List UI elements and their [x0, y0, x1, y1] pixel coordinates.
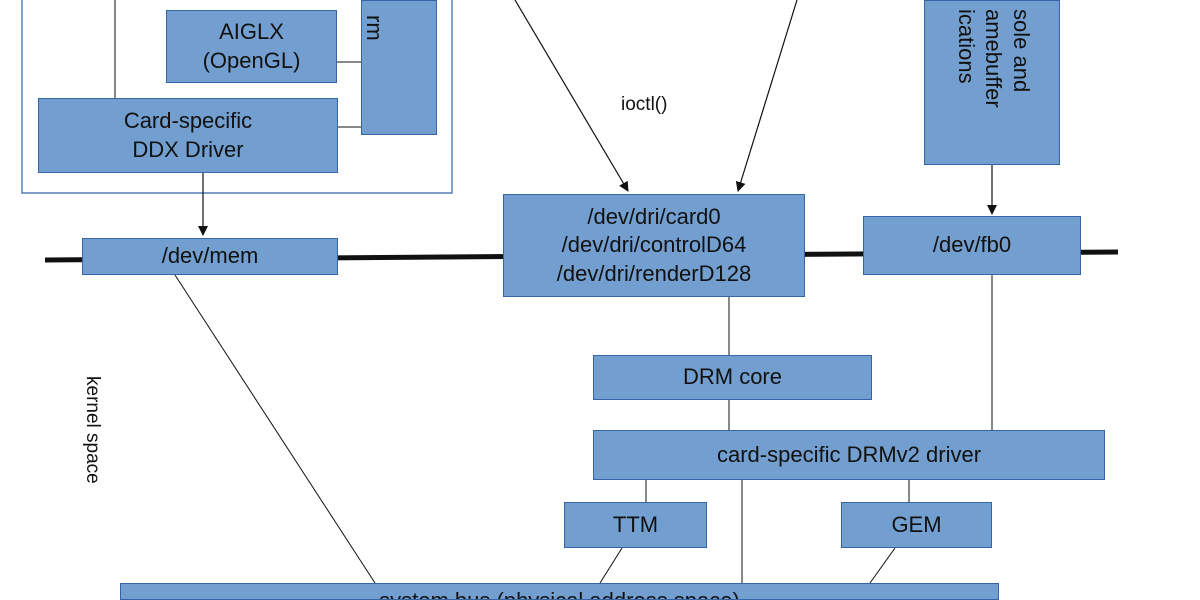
- xorg-box: rm: [361, 0, 437, 135]
- xorg-label: rm: [362, 15, 387, 41]
- gem-box: GEM: [841, 502, 992, 548]
- dev-fb0-box: /dev/fb0: [863, 216, 1081, 275]
- dev-mem-box: /dev/mem: [82, 238, 338, 275]
- dev-dri-label: /dev/dri/card0 /dev/dri/controlD64 /dev/…: [556, 203, 752, 286]
- ddx-driver-box: Card-specific DDX Driver: [38, 98, 338, 173]
- arrow-ioctl-right: [735, 0, 798, 192]
- drm-driver-label: card-specific DRMv2 driver: [716, 441, 982, 467]
- kernel-space-label: kernel space: [82, 376, 103, 484]
- dev-dri-box: /dev/dri/card0 /dev/dri/controlD64 /dev/…: [503, 194, 805, 297]
- x-server-frame: [21, 0, 453, 194]
- aiglx-label: AIGLX (OpenGL): [202, 18, 301, 73]
- drm-core-box: DRM core: [593, 355, 872, 400]
- connector-gem-bus: [869, 547, 896, 584]
- ddx-driver-label: Card-specific DDX Driver: [123, 107, 253, 162]
- gem-label: GEM: [891, 511, 942, 537]
- ttm-box: TTM: [564, 502, 707, 548]
- drm-driver-box: card-specific DRMv2 driver: [593, 430, 1105, 480]
- console-framebuffer-box: sole and amebuffer ications: [924, 0, 1060, 165]
- connector-ttm-bus: [599, 547, 623, 584]
- aiglx-box: AIGLX (OpenGL): [166, 10, 337, 83]
- ioctl-label: ioctl(): [621, 94, 668, 115]
- arrow-ioctl-left: [514, 0, 629, 192]
- drm-core-label: DRM core: [682, 364, 782, 390]
- connector-devmem-bus: [174, 274, 376, 584]
- system-bus-box: system bus (physical address space): [120, 583, 999, 600]
- ttm-label: TTM: [612, 511, 659, 537]
- dev-mem-label: /dev/mem: [161, 243, 259, 269]
- dev-fb0-label: /dev/fb0: [932, 232, 1012, 258]
- system-bus-label: system bus (physical address space): [379, 587, 740, 599]
- console-framebuffer-label: sole and amebuffer ications: [954, 9, 1034, 108]
